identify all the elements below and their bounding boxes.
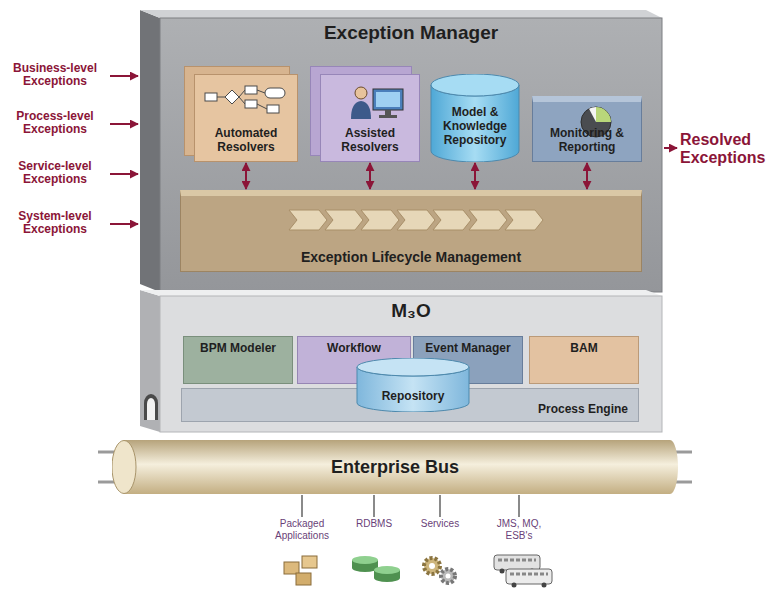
bus-connector (439, 495, 441, 517)
box-label: BAM (534, 342, 634, 356)
system-container: Exception ManagerAutomated Resolvers Assi… (160, 18, 662, 292)
cylinder-shape (356, 358, 470, 412)
bus-connector (301, 495, 303, 517)
bidirectional-arrow (245, 163, 247, 189)
endpoint-label: Packaged Applications (262, 518, 342, 541)
exception-label: System-level Exceptions (2, 210, 108, 236)
system-container: M₃OBPM ModelerWorkflowEvent ManagerBAMPr… (160, 296, 662, 432)
endpoint-name: JMS, MQ, ESB's (485, 518, 553, 541)
repository-cylinder: Model & Knowledge Repository (430, 74, 520, 162)
endpoint-label: JMS, MQ, ESB's (484, 518, 554, 541)
enterprise-bus: Enterprise Bus (112, 440, 678, 494)
lifecycle-band: Exception Lifecycle Management (180, 190, 642, 272)
endpoint-name: Packaged Applications (263, 518, 341, 541)
module-box: BPM Modeler (183, 336, 293, 384)
endpoint-name: Services (413, 518, 467, 530)
exception-label: Service-level Exceptions (2, 160, 108, 186)
bidirectional-arrow (369, 163, 371, 189)
endpoint-label: Services (412, 518, 468, 530)
box-label: Enterprise Bus (132, 457, 658, 478)
monitoring-box: Monitoring & Reporting (532, 96, 642, 162)
box-label: Model & Knowledge Repository (433, 106, 517, 147)
box-label: Event Manager (418, 342, 518, 356)
box-label: Repository (359, 390, 467, 404)
box-label: Assisted Resolvers (325, 127, 415, 155)
endpoint-name: RDBMS (349, 518, 399, 530)
bus-connector (373, 495, 375, 517)
module-box: BAM (529, 336, 639, 384)
bidirectional-arrow (586, 163, 588, 189)
resolver-card: Assisted Resolvers (320, 74, 420, 162)
endpoint-label: RDBMS (348, 518, 400, 530)
exception-label: Business-level Exceptions (2, 62, 108, 88)
exception-label: Resolved Exceptions (680, 131, 776, 166)
bus-connector (518, 495, 520, 517)
exception-label: Process-level Exceptions (2, 110, 108, 136)
shape-holder (356, 358, 470, 412)
container-title: M₃O (164, 300, 658, 322)
box-label: Exception Lifecycle Management (185, 249, 637, 265)
box-label: Monitoring & Reporting (537, 127, 637, 155)
resolver-card: Automated Resolvers (194, 74, 298, 162)
box-label: Workflow (302, 342, 406, 356)
box-label: BPM Modeler (188, 342, 288, 356)
repository-cylinder: Repository (356, 358, 470, 412)
bidirectional-arrow (474, 163, 476, 189)
box-label: Automated Resolvers (199, 127, 293, 155)
container-title: Exception Manager (164, 22, 658, 44)
